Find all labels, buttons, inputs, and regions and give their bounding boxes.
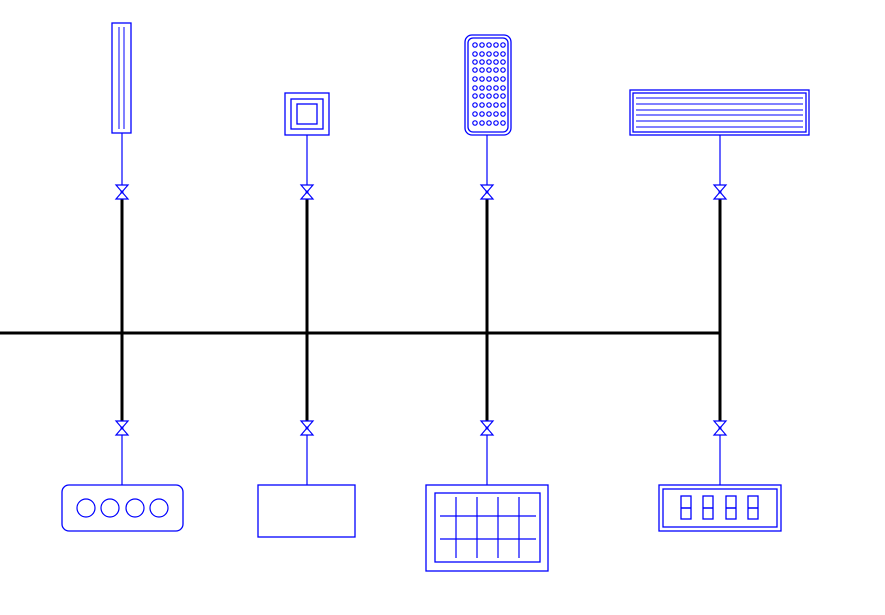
hole xyxy=(486,102,492,108)
panel-inner xyxy=(434,492,541,563)
unit-outline xyxy=(61,484,184,532)
valve-stem xyxy=(305,190,309,194)
hole xyxy=(493,93,499,99)
unit-inner xyxy=(632,92,807,133)
hole xyxy=(472,120,478,126)
valve-stem xyxy=(718,190,722,194)
hole xyxy=(486,120,492,126)
vent-inner xyxy=(296,103,318,125)
unit-inner xyxy=(662,488,778,528)
branch-4 xyxy=(712,184,728,436)
valve-stem xyxy=(485,190,489,194)
hole xyxy=(472,85,478,91)
hole xyxy=(479,51,485,57)
grid-panel xyxy=(425,484,549,572)
vent-mid xyxy=(290,98,324,130)
hole xyxy=(486,76,492,82)
panel-outer xyxy=(464,34,512,136)
hole xyxy=(500,93,506,99)
hole xyxy=(472,111,478,117)
hole xyxy=(472,67,478,73)
branch-3 xyxy=(479,184,495,436)
burner-icon xyxy=(125,498,145,518)
unit-outer xyxy=(658,484,782,532)
hole xyxy=(493,102,499,108)
burner-icon xyxy=(100,498,120,518)
cabinet-outline xyxy=(257,484,356,538)
hole xyxy=(500,42,506,48)
panel-outline xyxy=(111,22,132,134)
louvered-unit xyxy=(629,89,810,136)
hole xyxy=(479,59,485,65)
hole xyxy=(500,76,506,82)
hole xyxy=(472,76,478,82)
hole xyxy=(479,102,485,108)
hole xyxy=(479,120,485,126)
hole xyxy=(486,51,492,57)
hole xyxy=(493,42,499,48)
valve-stem xyxy=(120,426,124,430)
hole xyxy=(486,59,492,65)
four-segment-display-unit xyxy=(658,484,782,532)
hole xyxy=(472,42,478,48)
panel-inner xyxy=(467,37,509,133)
vent-outer xyxy=(284,92,330,136)
branch-1 xyxy=(114,184,130,436)
hole xyxy=(486,93,492,99)
hole xyxy=(500,102,506,108)
hole xyxy=(493,85,499,91)
hole xyxy=(486,67,492,73)
vertical-panel xyxy=(111,22,132,134)
hole xyxy=(472,93,478,99)
perforated-panel xyxy=(464,34,512,136)
burner-icon xyxy=(149,498,169,518)
hole xyxy=(486,42,492,48)
hole xyxy=(500,111,506,117)
valve-stem xyxy=(485,426,489,430)
hole xyxy=(472,102,478,108)
hole xyxy=(493,111,499,117)
hole xyxy=(479,67,485,73)
square-vent xyxy=(284,92,330,136)
hole xyxy=(493,51,499,57)
valve-stem xyxy=(305,426,309,430)
hole xyxy=(500,59,506,65)
valve-stem xyxy=(718,426,722,430)
panel-outer xyxy=(425,484,549,572)
plain-cabinet xyxy=(257,484,356,538)
unit-outer xyxy=(629,89,810,136)
hole xyxy=(493,67,499,73)
hole xyxy=(486,111,492,117)
hole xyxy=(472,59,478,65)
burner-icon xyxy=(76,498,96,518)
valve-stem xyxy=(120,190,124,194)
hole xyxy=(479,42,485,48)
hole xyxy=(486,85,492,91)
hole xyxy=(493,76,499,82)
hole xyxy=(479,76,485,82)
hole xyxy=(479,85,485,91)
hole xyxy=(500,85,506,91)
hole xyxy=(479,111,485,117)
branch-2 xyxy=(299,184,315,436)
hole xyxy=(472,51,478,57)
hole xyxy=(500,67,506,73)
hole xyxy=(493,59,499,65)
hole xyxy=(479,93,485,99)
hole xyxy=(493,120,499,126)
hole xyxy=(500,51,506,57)
four-burner-unit xyxy=(61,484,184,532)
hole xyxy=(500,120,506,126)
